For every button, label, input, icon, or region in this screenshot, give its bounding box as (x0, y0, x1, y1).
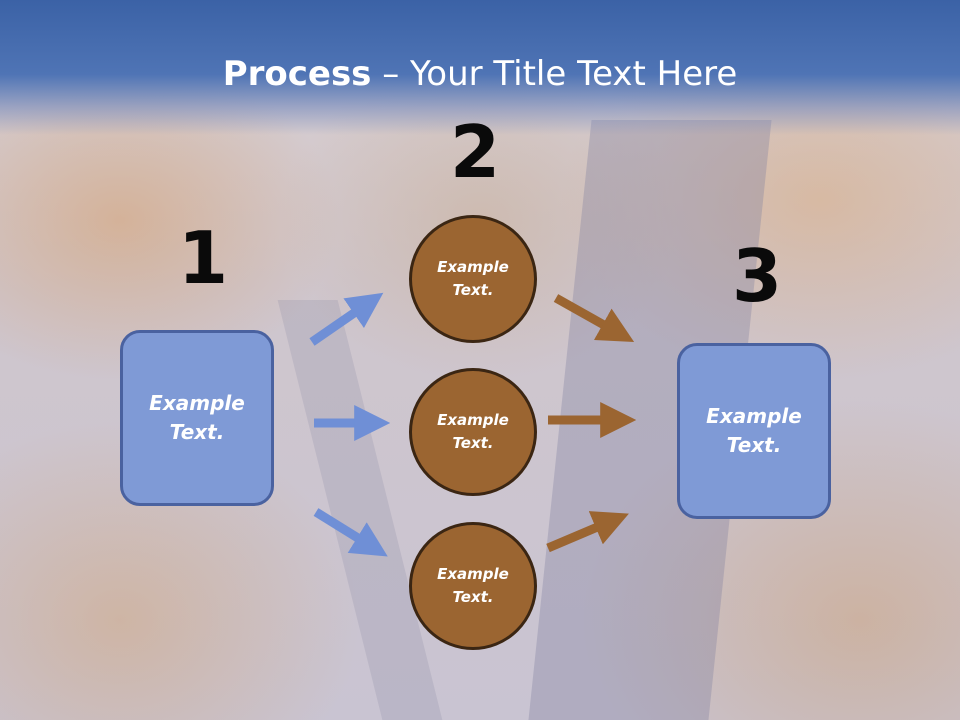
circle-bottom-text: Example Text. (437, 565, 509, 606)
right-text-box[interactable]: Example Text. (677, 343, 831, 519)
step-number-3: 3 (732, 234, 783, 318)
right-box-text: Example Text. (706, 404, 802, 457)
circle-bottom[interactable]: Example Text. (409, 522, 537, 650)
arrow-blue-up (309, 292, 384, 346)
title-bold: Process (222, 54, 372, 94)
circle-top[interactable]: Example Text. (409, 215, 537, 343)
circle-middle[interactable]: Example Text. (409, 368, 537, 496)
left-text-box[interactable]: Example Text. (120, 330, 274, 506)
circle-top-text: Example Text. (437, 258, 509, 299)
slide-title: Process – Your Title Text Here (0, 52, 960, 96)
arrow-brown-down (553, 294, 635, 342)
left-box-text: Example Text. (149, 391, 245, 444)
circle-middle-text: Example Text. (437, 411, 509, 452)
step-number-1: 1 (178, 216, 229, 300)
title-rest: – Your Title Text Here (371, 54, 738, 94)
title-bar (0, 0, 960, 135)
step-number-2: 2 (450, 110, 501, 194)
arrow-brown-up (546, 511, 629, 553)
arrow-blue-down (313, 508, 388, 557)
